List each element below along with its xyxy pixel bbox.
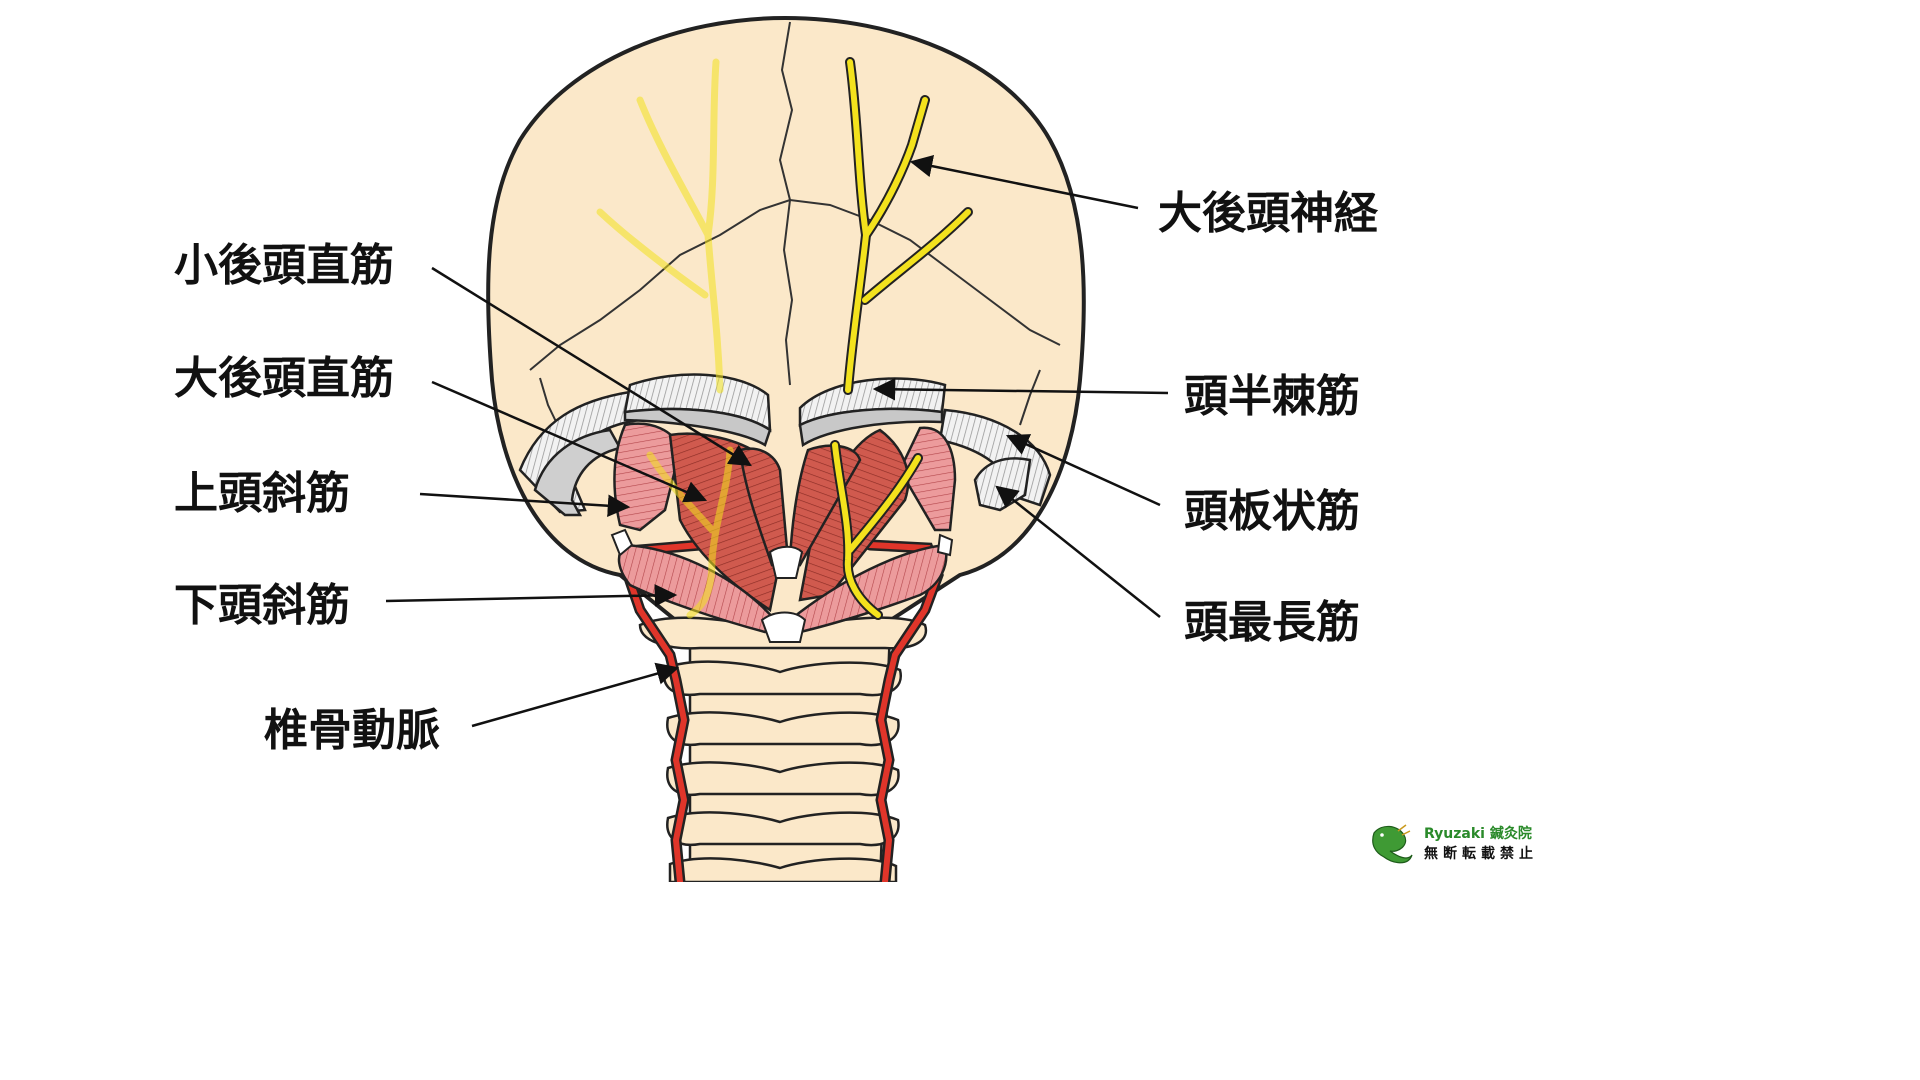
anatomy-diagram: 大後頭神経 小後頭直筋 大後頭直筋 頭半棘筋 上頭斜筋 頭板状筋 下頭斜筋 頭最… <box>174 15 1538 882</box>
label-semispinalis-capitis: 頭半棘筋 <box>1184 371 1360 422</box>
label-longissimus-capitis: 頭最長筋 <box>1184 597 1360 648</box>
label-splenius-capitis: 頭板状筋 <box>1184 486 1360 537</box>
leader-semispinalis-capitis <box>872 378 1169 401</box>
greater-occipital-nerve <box>596 57 973 620</box>
label-rectus-capitis-posterior-minor: 小後頭直筋 <box>174 240 394 291</box>
obliquus-capitis-inferior <box>617 543 948 634</box>
watermark-brand: Ryuzaki 鍼灸院 <box>1424 825 1532 842</box>
leader-longissimus-capitis <box>995 485 1161 618</box>
leader-rectus-capitis-posterior-minor <box>431 266 752 467</box>
tendons <box>610 528 954 643</box>
leader-greater-occipital-nerve <box>909 155 1139 210</box>
label-obliquus-capitis-superior: 上頭斜筋 <box>174 468 350 519</box>
leader-splenius-capitis <box>1005 434 1161 507</box>
labels: 大後頭神経 小後頭直筋 大後頭直筋 頭半棘筋 上頭斜筋 頭板状筋 下頭斜筋 頭最… <box>174 188 1379 756</box>
obliquus-capitis-superior <box>613 422 957 532</box>
watermark-notice: 無断転載禁止 <box>1424 845 1538 862</box>
label-obliquus-capitis-inferior: 下頭斜筋 <box>174 580 350 631</box>
leader-vertebral-artery <box>471 662 680 728</box>
dragon-icon <box>1372 824 1413 864</box>
label-vertebral-artery: 椎骨動脈 <box>264 705 440 756</box>
leader-rectus-capitis-posterior-major <box>431 380 708 503</box>
watermark: Ryuzaki 鍼灸院 無断転載禁止 <box>1372 824 1538 864</box>
leader-obliquus-capitis-superior <box>419 492 631 517</box>
semispinalis-capitis <box>623 373 947 448</box>
label-greater-occipital-nerve: 大後頭神経 <box>1158 188 1379 239</box>
leader-lines <box>385 155 1169 728</box>
label-rectus-capitis-posterior-major: 大後頭直筋 <box>174 353 394 404</box>
leader-obliquus-capitis-inferior <box>385 584 678 607</box>
